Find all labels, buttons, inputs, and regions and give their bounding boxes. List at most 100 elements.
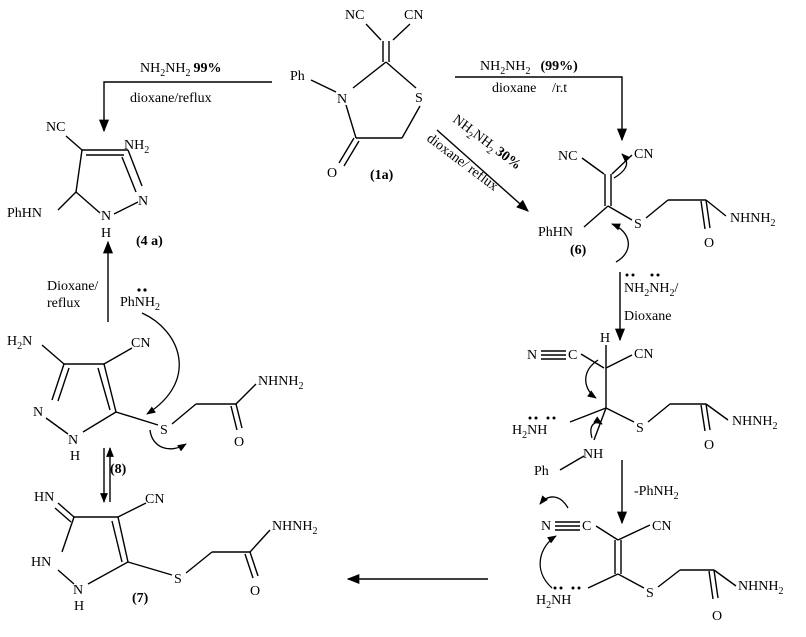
- c6-nhnh2-text: NHNH2: [730, 211, 775, 229]
- condition-top-right: NH2NH2(99%) dioxane /r.t: [455, 59, 628, 142]
- c7-label: (7): [132, 591, 149, 606]
- int1-co-bond: [700, 404, 706, 432]
- c7-o-text: O: [250, 584, 260, 599]
- lone-pair-dot: [559, 586, 563, 590]
- c4a-ring-bond: [75, 149, 83, 193]
- compound-4a: NC NH2 N N H PhHN (4 a): [7, 120, 163, 249]
- c1a-s-text: S: [415, 91, 423, 106]
- c7-co-bond: [249, 551, 259, 577]
- lone-pair-dot: [546, 416, 550, 420]
- cond-tl-solvent: dioxane/reflux: [130, 91, 212, 106]
- c8-h2n-text: H2N: [7, 334, 32, 352]
- c7-co-bond: [244, 553, 254, 579]
- int1-o-text: O: [704, 438, 714, 453]
- c6-bond: [611, 154, 633, 175]
- int2-bond: [595, 525, 619, 541]
- int1-n-text: N: [527, 348, 537, 363]
- c4a-bond: [65, 135, 83, 151]
- curved-arrow-leaving: [149, 429, 187, 452]
- cond-rd1-solvent: Dioxane: [624, 309, 671, 324]
- c7-nhnh2-text: NHNH2: [272, 519, 317, 537]
- c1a-label: (1a): [370, 168, 394, 183]
- cond-lu-line1: Dioxane/: [47, 279, 98, 294]
- c8-ring-bond: [57, 367, 70, 402]
- lone-pair-dot: [528, 416, 532, 420]
- cond-tr-reagent: NH2NH2(99%): [480, 59, 578, 77]
- arrow-1a-to-6-diagonal: [436, 129, 529, 212]
- lone-pair-dot: [552, 416, 556, 420]
- int1-bond: [605, 407, 635, 423]
- compound-6: NC CN PhHN S O NHNH2 (6): [538, 147, 775, 263]
- cond-rd2-text: -PhNH2: [634, 484, 679, 502]
- c6-o-text: O: [704, 236, 714, 251]
- c7-cn-text: CN: [145, 492, 164, 507]
- int1-s-text: S: [636, 421, 644, 436]
- c7-bond: [249, 529, 271, 553]
- int2-h2nh-text: H2NH: [536, 593, 571, 611]
- lone-pair-dot: [631, 273, 635, 277]
- int1-nhnh2-text: NHNH2: [732, 414, 777, 432]
- c6-label: (6): [570, 243, 587, 258]
- c7-ring-bond: [111, 520, 123, 563]
- c1a-o-text: O: [327, 166, 337, 181]
- int1-cn-text: CN: [634, 347, 653, 362]
- int1-ph-text: Ph: [534, 464, 549, 479]
- c4a-ring-bond: [113, 201, 139, 215]
- c1a-bond: [385, 61, 417, 89]
- lone-pair-dot: [143, 288, 147, 292]
- curved-arrow-int1: [585, 359, 599, 399]
- c8-co-bond: [235, 403, 243, 429]
- c7-s-text: S: [174, 572, 182, 587]
- condition-left-up: Dioxane/ reflux PhNH2: [47, 240, 180, 415]
- int2-bond: [713, 569, 737, 587]
- int2-bond: [617, 573, 645, 589]
- compound-7: HN CN HN N H S O NHNH2 (7): [31, 490, 317, 614]
- int1-bond: [593, 407, 607, 441]
- lone-pair-dot: [656, 273, 660, 277]
- int1-bond: [605, 354, 633, 369]
- c7-ring-bond: [61, 516, 75, 553]
- int1-co-bond: [705, 403, 711, 431]
- c7-bond: [127, 561, 173, 576]
- c8-nh-n-text: N: [68, 433, 78, 448]
- c1a-cn-text: CN: [404, 8, 423, 23]
- c7-co-bond: [54, 507, 72, 523]
- c4a-phhn-text: PhHN: [7, 206, 42, 221]
- int1-bond: [647, 403, 671, 423]
- c8-nh-h-text: H: [70, 449, 80, 464]
- c4a-ring-bond: [75, 191, 101, 214]
- curved-arrow-6a: [613, 153, 631, 179]
- intermediate-1: N C H CN H2NH S O NHNH2 NH Ph: [512, 331, 777, 479]
- c4a-bond: [57, 191, 77, 211]
- c1a-co-bond: [343, 140, 360, 167]
- c6-bond: [581, 157, 605, 175]
- int1-bond: [559, 455, 585, 471]
- c8-bond: [235, 383, 257, 405]
- c8-ring-bond: [82, 411, 117, 433]
- lone-pair-dot: [577, 586, 581, 590]
- c6-cn-text: CN: [634, 147, 653, 162]
- c6-phhn-text: PhHN: [538, 225, 573, 240]
- lone-pair-dot: [571, 586, 575, 590]
- c7-nh-h-text: H: [74, 599, 84, 614]
- c4a-nh2-text: NH2: [124, 138, 149, 156]
- curved-arrow-attack: [141, 312, 180, 415]
- int2-co-bond: [708, 570, 714, 600]
- arrow-1a-to-6: [455, 76, 628, 142]
- condition-diagonal: NH2NH230% dioxane/ reflux: [424, 112, 529, 212]
- c7-ring-bond: [87, 561, 129, 585]
- int1-nh-text: NH: [583, 447, 603, 462]
- c8-s-text: S: [160, 423, 168, 438]
- c8-bond: [41, 344, 65, 365]
- c8-ring-bond: [97, 367, 111, 411]
- cond-tr-solvent: dioxane: [492, 81, 536, 96]
- curved-arrow-6b: [611, 223, 629, 263]
- int2-bond: [617, 524, 651, 541]
- int2-bond: [587, 573, 619, 589]
- int2-o-text: O: [712, 609, 722, 624]
- int2-s-text: S: [646, 586, 654, 601]
- c8-bond: [171, 403, 197, 425]
- c7-bond: [185, 551, 213, 574]
- int2-n-text: N: [541, 519, 551, 534]
- condition-right-down-1: NH2NH2/ Dioxane: [614, 272, 678, 342]
